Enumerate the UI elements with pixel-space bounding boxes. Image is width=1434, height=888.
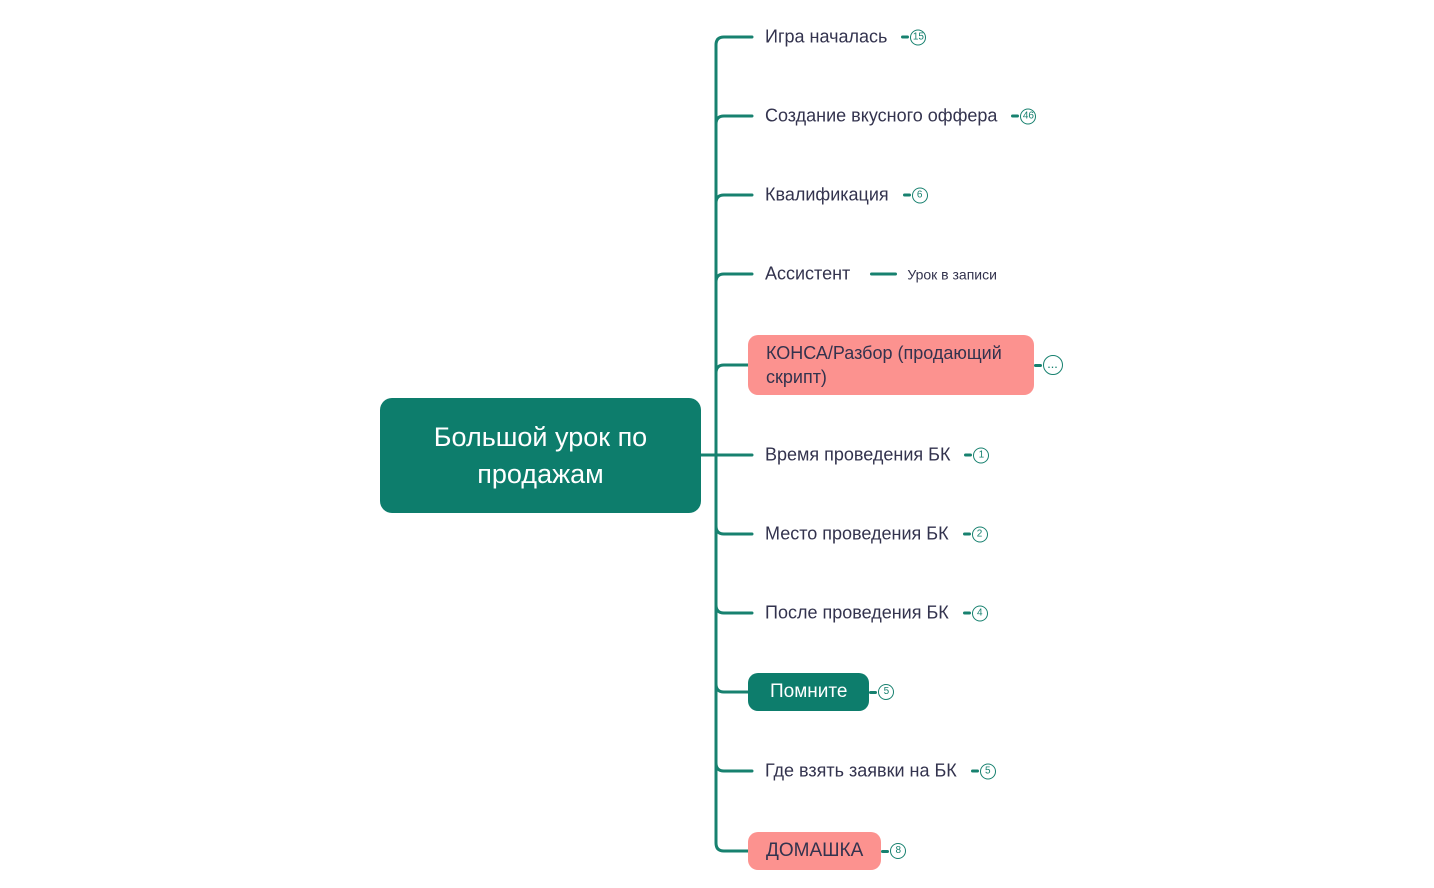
collapse-badge[interactable]: 46 [1011,108,1037,124]
mindmap-topic[interactable]: Игра началась 15 [765,26,927,48]
mindmap-topic[interactable]: Место проведения БК 2 [765,524,988,545]
mindmap-topic[interactable]: ДОМАШКА 8 [748,832,907,870]
collapse-badge[interactable]: 2 [962,526,988,542]
collapse-dash-icon [1011,114,1020,118]
badge-count: 1 [973,447,990,463]
topic-label: Время проведения БК [765,444,951,465]
badge-count: 8 [890,843,907,859]
topic-label: КОНСА/Разбор (продающий скрипт) [748,335,1034,395]
badge-count: ... [1043,355,1063,375]
badge-count: 5 [979,763,996,779]
topic-label: После проведения БК [765,602,949,623]
mindmap-topic[interactable]: Где взять заявки на БК 5 [765,761,996,782]
collapse-badge[interactable]: 4 [962,605,988,621]
badge-count: 2 [971,526,988,542]
collapse-dash-icon [970,769,979,773]
mindmap-topic[interactable]: КОНСА/Разбор (продающий скрипт)... [748,335,1063,395]
collapse-dash-icon [964,453,973,457]
topic-label: Помните [748,673,870,711]
topic-label: Где взять заявки на БК [765,760,957,781]
mindmap-topic[interactable]: Квалификация 6 [765,185,928,206]
collapse-badge[interactable]: 15 [901,29,927,45]
badge-count: 6 [911,187,928,203]
mindmap-topic[interactable]: Создание вкусного оффера 46 [765,105,1037,127]
topic-label: Место проведения БК [765,523,949,544]
topic-label: Создание вкусного оффера [765,105,998,126]
topic-label: Квалификация [765,184,889,205]
topic-label: Игра началась [765,26,888,47]
collapse-dash-icon [962,532,971,536]
collapse-badge[interactable]: 1 [964,447,990,463]
collapse-dash-icon [902,193,911,197]
subtopic-connector [870,272,898,276]
badge-count: 5 [878,684,895,700]
collapse-dash-icon [1034,363,1042,367]
collapse-badge[interactable]: 5 [970,763,996,779]
mindmap-topic[interactable]: Ассистент Урок в записи [765,264,997,285]
badge-count: 46 [1020,108,1037,124]
collapse-dash-icon [962,611,971,615]
collapse-dash-icon [901,35,910,39]
collapse-dash-icon [869,690,878,694]
subtopic-label[interactable]: Урок в записи [907,266,997,282]
collapse-badge[interactable]: 6 [902,187,928,203]
root-topic[interactable]: Большой урок по продажам [380,398,701,513]
collapse-badge[interactable]: ... [1034,355,1063,375]
badge-count: 4 [971,605,988,621]
topic-label: Ассистент [765,263,851,284]
mindmap-topic[interactable]: Время проведения БК 1 [765,444,990,466]
badge-count: 15 [910,29,927,45]
topic-label: ДОМАШКА [748,832,882,870]
collapse-badge[interactable]: 8 [881,843,907,859]
mindmap-topic[interactable]: Помните 5 [748,673,895,711]
collapse-dash-icon [881,849,890,853]
collapse-badge[interactable]: 5 [869,684,895,700]
mindmap-topic[interactable]: После проведения БК 4 [765,603,988,624]
